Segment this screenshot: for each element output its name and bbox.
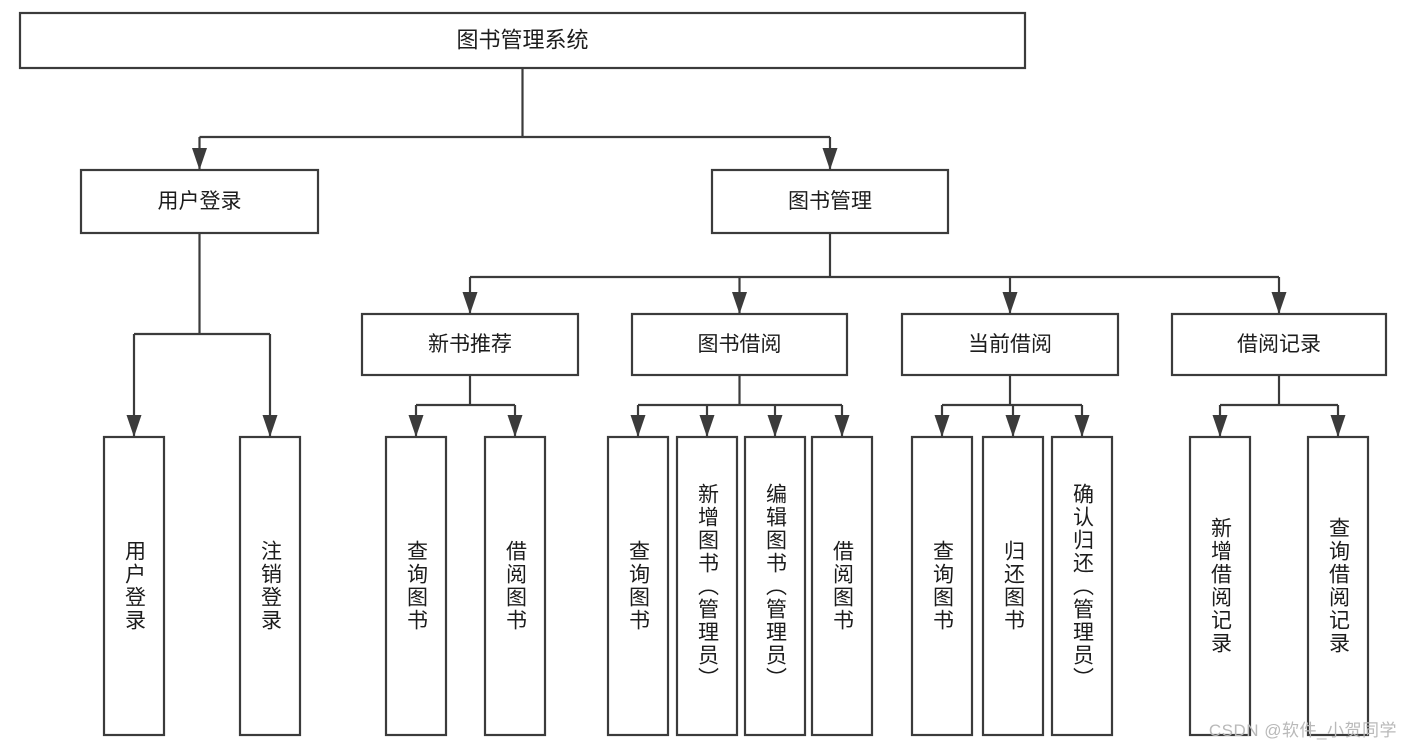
- node-leaf-borrow-book-2[interactable]: [810, 435, 874, 737]
- node-box-leaf-edit-book-admin: [743, 435, 807, 737]
- node-box-leaf-confirm-return-admin: [1050, 435, 1114, 737]
- node-book-manage[interactable]: 图书管理: [710, 168, 950, 235]
- arrow-head-icon: [126, 415, 142, 437]
- node-label-root: 图书管理系统: [456, 27, 588, 52]
- arrow-head-icon: [1271, 292, 1287, 314]
- node-root[interactable]: 图书管理系统: [18, 11, 1027, 70]
- node-box-leaf-return-book: [981, 435, 1045, 737]
- node-user-login[interactable]: 用户登录: [79, 168, 320, 235]
- node-box-current-borrow: [900, 312, 1120, 377]
- node-box-user-login: [79, 168, 320, 235]
- arrow-head-icon: [699, 415, 715, 437]
- node-leaf-edit-book-admin[interactable]: [743, 435, 807, 737]
- node-label-book-manage: 图书管理: [788, 190, 872, 213]
- node-leaf-query-book-2[interactable]: [606, 435, 670, 737]
- arrow-head-icon: [630, 415, 646, 437]
- arrow-head-icon: [822, 148, 838, 170]
- node-leaf-user-login[interactable]: [102, 435, 166, 737]
- node-box-leaf-query-book-3: [910, 435, 974, 737]
- arrow-head-icon: [1330, 415, 1346, 437]
- arrow-head-icon: [767, 415, 783, 437]
- node-book-borrow[interactable]: 图书借阅: [630, 312, 849, 377]
- watermark-text: CSDN @软件_小贺同学: [1208, 721, 1397, 740]
- node-box-leaf-user-login: [102, 435, 166, 737]
- node-box-leaf-query-book-2: [606, 435, 670, 737]
- node-box-book-borrow: [630, 312, 849, 377]
- node-leaf-borrow-book-1[interactable]: [483, 435, 547, 737]
- arrow-head-icon: [934, 415, 950, 437]
- node-box-leaf-user-logout: [238, 435, 302, 737]
- arrow-head-icon: [732, 292, 747, 314]
- node-box-leaf-query-book-1: [384, 435, 448, 737]
- node-box-book-manage: [710, 168, 950, 235]
- node-box-borrow-record: [1170, 312, 1388, 377]
- arrow-head-icon: [462, 292, 478, 314]
- node-leaf-query-borrow-record[interactable]: [1306, 435, 1370, 737]
- node-label-new-book-recommend: 新书推荐: [428, 333, 512, 356]
- node-leaf-user-logout[interactable]: [238, 435, 302, 737]
- node-new-book-recommend[interactable]: 新书推荐: [360, 312, 580, 377]
- node-label-user-login: 用户登录: [158, 190, 242, 213]
- node-box-leaf-query-borrow-record: [1306, 435, 1370, 737]
- node-box-leaf-borrow-book-1: [483, 435, 547, 737]
- node-leaf-add-borrow-record[interactable]: [1188, 435, 1252, 737]
- node-leaf-confirm-return-admin[interactable]: [1050, 435, 1114, 737]
- arrow-head-icon: [192, 148, 207, 170]
- arrow-head-icon: [834, 415, 850, 437]
- connector-layer: [126, 68, 1346, 437]
- node-borrow-record[interactable]: 借阅记录: [1170, 312, 1388, 377]
- node-box-new-book-recommend: [360, 312, 580, 377]
- node-current-borrow[interactable]: 当前借阅: [900, 312, 1120, 377]
- node-leaf-return-book[interactable]: [981, 435, 1045, 737]
- arrow-head-icon: [262, 415, 278, 437]
- arrow-head-icon: [1005, 415, 1021, 437]
- arrow-head-icon: [1074, 415, 1090, 437]
- node-label-borrow-record: 借阅记录: [1237, 333, 1321, 356]
- node-box-leaf-add-book-admin: [675, 435, 739, 737]
- node-box-leaf-add-borrow-record: [1188, 435, 1252, 737]
- arrow-head-icon: [507, 415, 523, 437]
- node-label-book-borrow: 图书借阅: [698, 333, 782, 356]
- node-label-current-borrow: 当前借阅: [968, 333, 1052, 356]
- node-leaf-query-book-3[interactable]: [910, 435, 974, 737]
- arrow-head-icon: [1002, 292, 1018, 314]
- arrow-head-icon: [1212, 415, 1228, 437]
- node-box-root: [18, 11, 1027, 70]
- node-leaf-query-book-1[interactable]: [384, 435, 448, 737]
- node-leaf-add-book-admin[interactable]: [675, 435, 739, 737]
- arrow-head-icon: [408, 415, 424, 437]
- node-box-leaf-borrow-book-2: [810, 435, 874, 737]
